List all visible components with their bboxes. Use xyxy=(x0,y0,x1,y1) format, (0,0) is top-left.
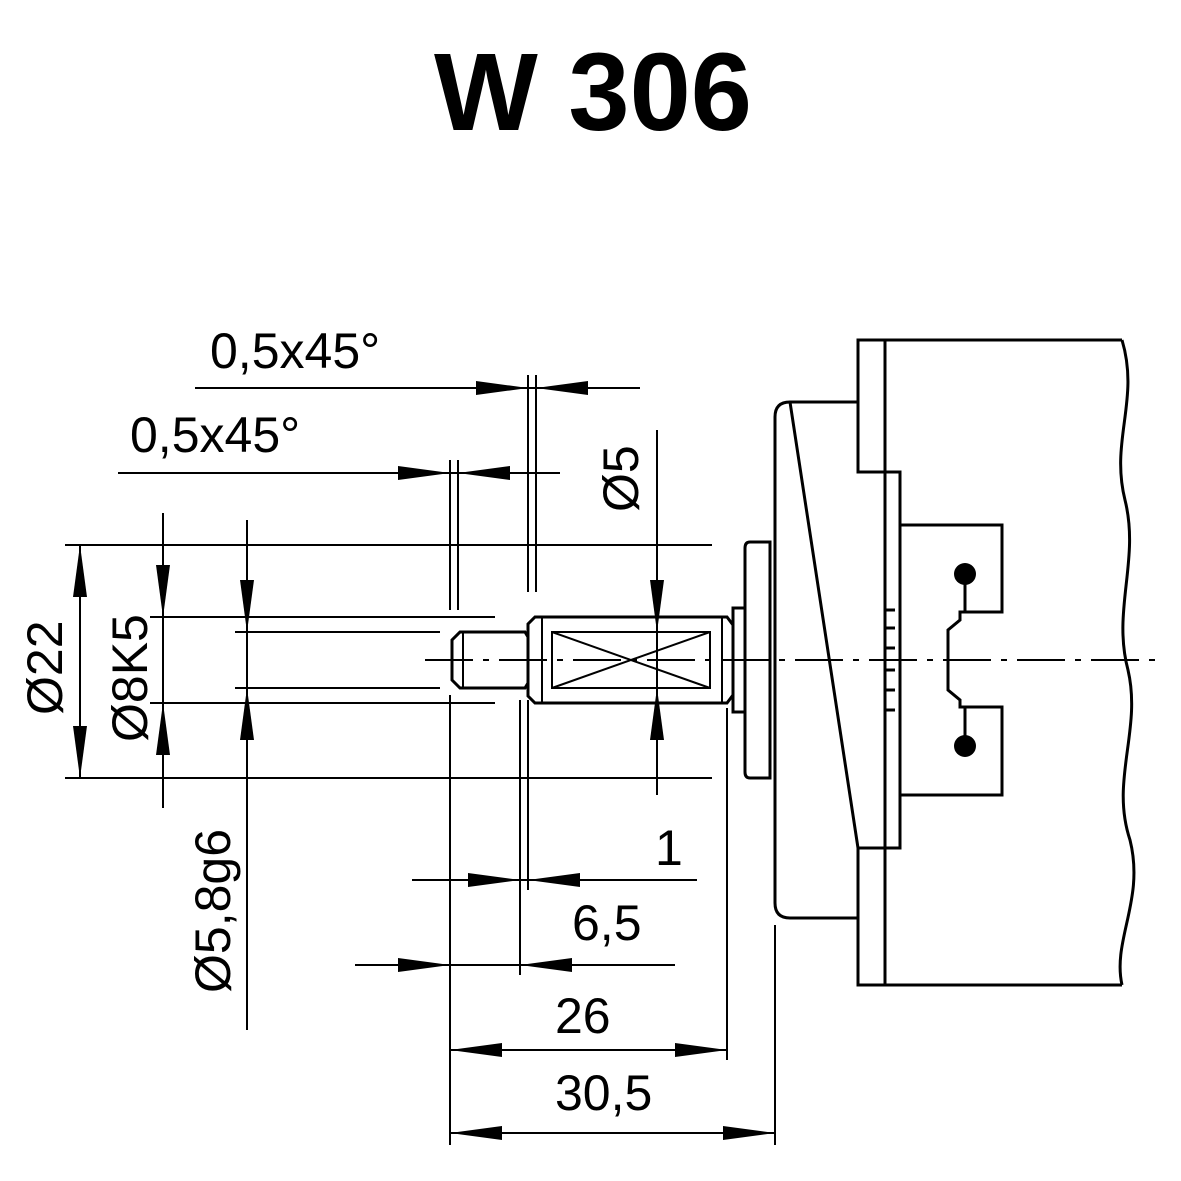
dim-d8k5: Ø8K5 xyxy=(102,614,158,742)
dim-d58g6: Ø5,8g6 xyxy=(185,829,241,993)
dim-len-30-5: 30,5 xyxy=(555,1065,652,1121)
motor-housing xyxy=(856,338,1136,987)
dim-chamfer-mid: 0,5x45° xyxy=(130,407,300,463)
dim-len-26: 26 xyxy=(555,988,611,1044)
dim-chamfer-top: 0,5x45° xyxy=(210,323,380,379)
drawing-title: W 306 xyxy=(434,31,752,154)
extension-lines xyxy=(65,375,776,1145)
dim-len-1: 1 xyxy=(655,820,683,876)
dim-len-6-5: 6,5 xyxy=(572,895,642,951)
dim-d22: Ø22 xyxy=(17,620,73,715)
terminal-dot-bottom xyxy=(954,735,976,757)
dimension-lines xyxy=(73,381,775,1140)
dim-d5: Ø5 xyxy=(593,445,649,512)
terminal-dot-top xyxy=(954,563,976,585)
